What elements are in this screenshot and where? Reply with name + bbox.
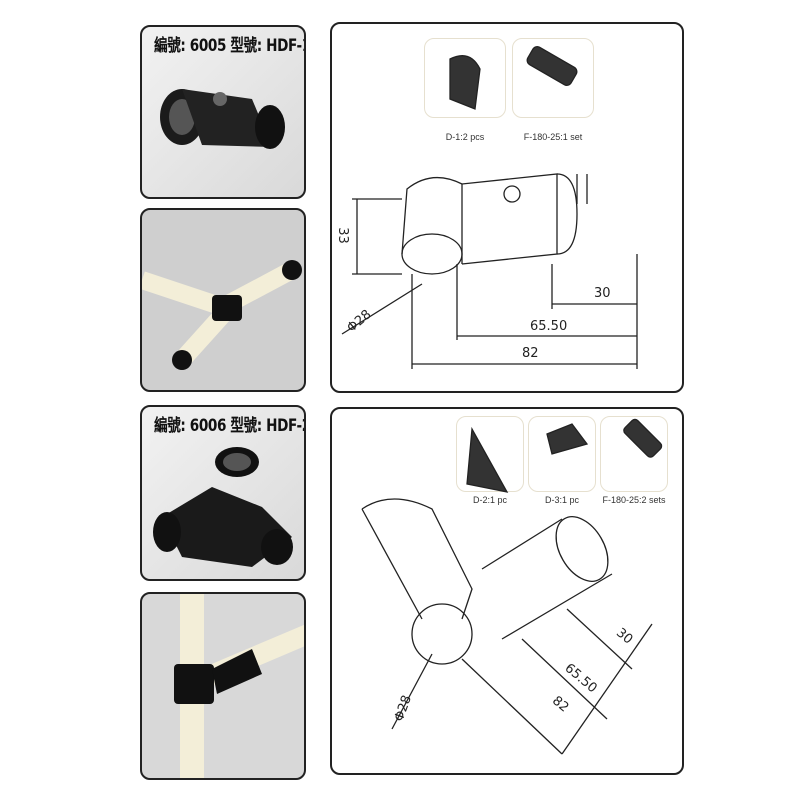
product2-diagram-panel: D-2:1 pc D-3:1 pc F-180-25:2 sets Φ28 30… xyxy=(330,407,684,775)
product1-photo-panel: 編號: 6005 型號: HDF-1 xyxy=(140,25,306,199)
product1-usage-photo xyxy=(140,208,306,392)
part-caption: D-1:2 pcs xyxy=(445,132,485,142)
dim-height: 33 xyxy=(334,227,350,244)
joint-photo-image xyxy=(153,447,293,567)
part-caption: F-180-25:1 set xyxy=(523,132,583,142)
part-caption: D-3:1 pc xyxy=(544,495,579,505)
dim-30: 30 xyxy=(594,286,611,301)
pipe-assembly-image xyxy=(174,594,304,778)
joint-photo-image xyxy=(160,89,285,149)
part-caption: D-2:1 pc xyxy=(472,495,507,505)
pipe-assembly-image xyxy=(142,260,302,370)
technical-drawing xyxy=(361,418,663,755)
dim-82: 82 xyxy=(522,346,539,361)
part-caption: F-180-25:2 sets xyxy=(602,495,666,505)
technical-drawing xyxy=(341,46,638,369)
product1-diagram-panel: D-1:2 pcs F-180-25:1 set 33 Φ28 30 65.50… xyxy=(330,22,684,393)
product2-usage-photo xyxy=(140,592,306,780)
dim-65-50: 65.50 xyxy=(530,319,568,334)
product2-photo-panel: 編號: 6006 型號: HDF-2 xyxy=(140,405,306,581)
product1-label: 編號: 6005 型號: HDF-1 xyxy=(154,36,306,56)
product2-label: 編號: 6006 型號: HDF-2 xyxy=(154,416,306,436)
